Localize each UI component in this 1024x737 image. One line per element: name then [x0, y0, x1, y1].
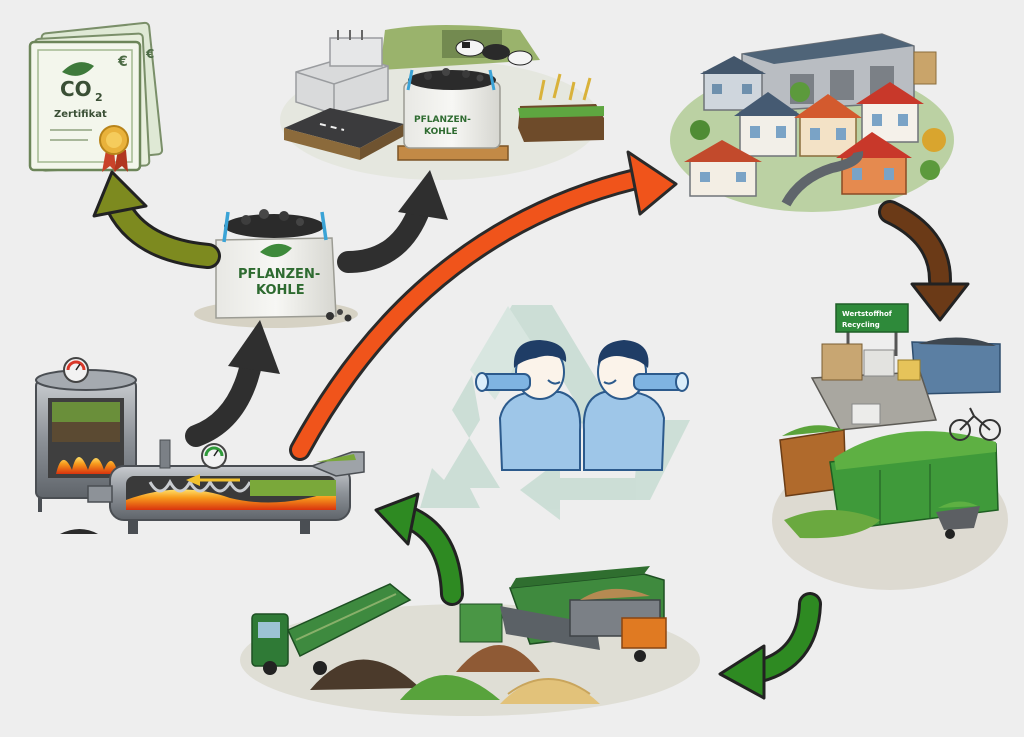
pyrolysis-reactor — [35, 357, 365, 534]
wheelbarrow — [936, 501, 980, 539]
arrow-to-bag — [185, 320, 280, 447]
recycling-yard: Wertstoffhof Recycling — [772, 303, 1008, 590]
green-waste-container-right — [829, 431, 999, 531]
conveyor-belt — [500, 606, 600, 650]
shredder-truck — [251, 583, 412, 675]
person-left — [498, 340, 582, 471]
binoculars-icon — [633, 372, 689, 392]
processing-scene — [240, 566, 700, 716]
arrow-to-recycling — [878, 200, 970, 322]
bag-label-1: PFLANZEN- — [238, 267, 320, 282]
arrow-to-applications — [337, 170, 448, 273]
arrow-to-processing — [718, 592, 822, 700]
arrow-to-certificate — [92, 170, 221, 269]
reactor-tank — [35, 357, 137, 512]
co2-certificate: CO 2 Zertifikat € € — [28, 21, 164, 172]
soil-sample — [518, 73, 604, 142]
arrow-to-reactor — [374, 492, 464, 606]
trees — [690, 82, 946, 180]
seal-icon — [99, 125, 129, 172]
gauge-icon — [63, 357, 89, 383]
farm-bag-label-1: PFLANZEN- — [414, 115, 471, 125]
sign-label-1: Wertstoffhof — [842, 310, 893, 318]
farm-bag-label-2: KOHLE — [424, 127, 458, 137]
euro-symbol-back: € — [145, 47, 154, 61]
biochar-bag: PFLANZEN- KOHLE — [194, 209, 358, 328]
industrial-hall — [741, 33, 937, 113]
leaf-icon — [260, 243, 292, 258]
bicycle — [949, 407, 1001, 441]
biochar-bag-pallet: PFLANZEN- KOHLE — [397, 68, 509, 161]
binoculars-icon — [475, 372, 531, 392]
settlement-scene — [670, 33, 954, 212]
house-blue-roof — [734, 92, 802, 157]
material-piles — [310, 645, 600, 704]
concrete-block — [295, 30, 389, 115]
leaf-icon — [62, 62, 94, 76]
asphalt-layer — [284, 108, 404, 160]
house-orange — [794, 94, 862, 157]
chipper-machine — [569, 588, 667, 662]
certificate-title: CO — [60, 77, 92, 101]
person-right — [582, 340, 666, 471]
house-bottom-left — [684, 140, 762, 197]
screw-conveyor-icon — [60, 439, 365, 534]
sign-label-2: Recycling — [842, 321, 880, 329]
certificate-subscript: 2 — [95, 91, 103, 104]
arrow-to-settlement — [289, 150, 678, 461]
gauge-icon — [201, 443, 227, 469]
applications-scene: PFLANZEN- KOHLE — [280, 25, 604, 180]
certificate-subtitle: Zertifikat — [54, 109, 107, 120]
bag-label-2: KOHLE — [256, 283, 305, 298]
binoculars-people — [475, 340, 689, 471]
cows — [455, 39, 533, 66]
bulky-waste-container — [810, 343, 938, 431]
euro-symbol: € — [117, 54, 128, 70]
